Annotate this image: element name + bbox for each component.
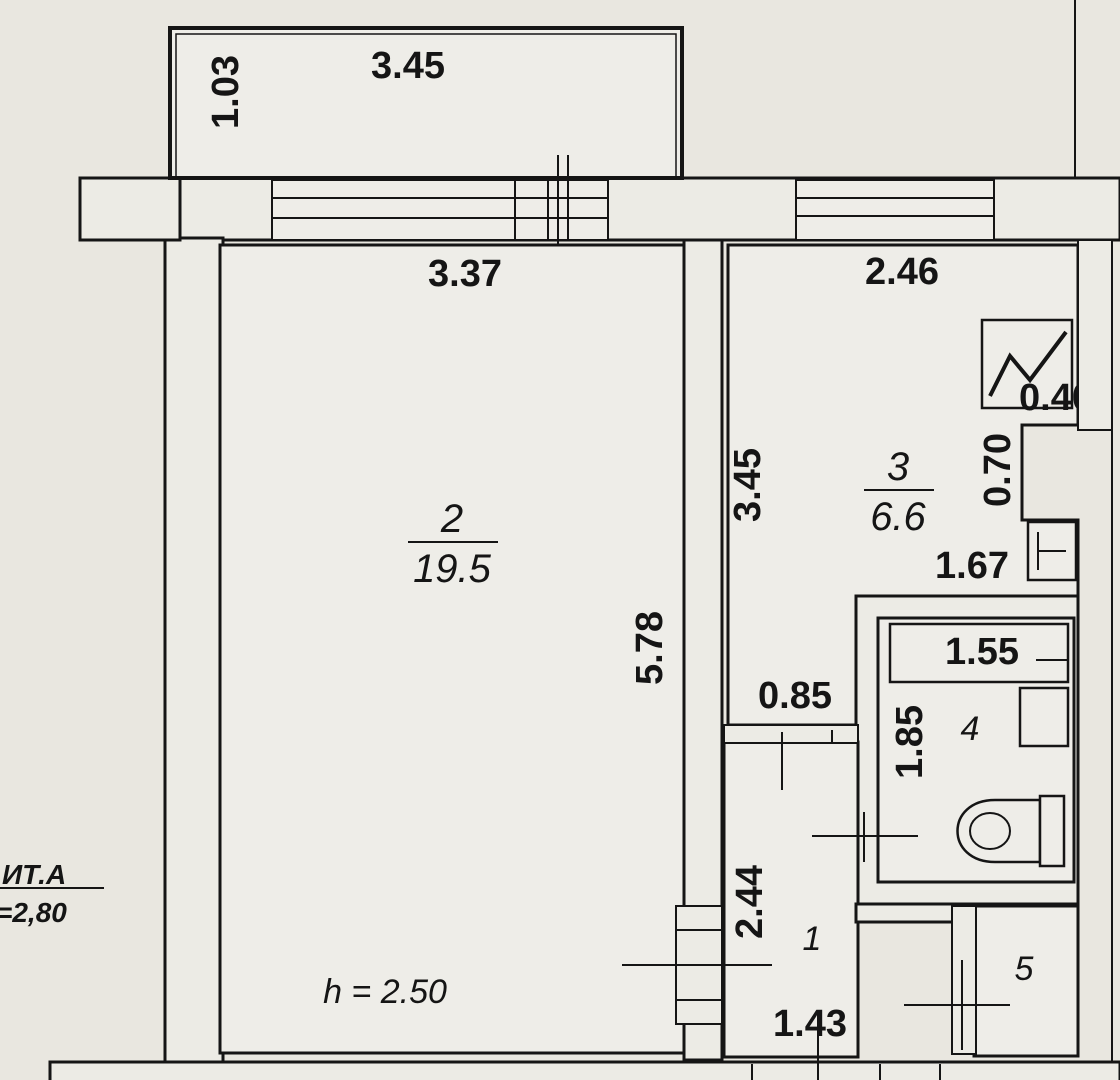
dim-bath-width: 1.55: [945, 631, 1019, 673]
balcony-outline: [168, 26, 684, 180]
window-room-2: [271, 155, 609, 270]
room-2-area: 19.5: [413, 547, 492, 591]
dim-room-2-width: 3.37: [428, 253, 502, 295]
bathtub-icon: [888, 622, 1070, 684]
corridor-header: [723, 724, 859, 744]
washbasin-icon: [1018, 686, 1070, 748]
dim-room-3-width: 2.46: [865, 251, 939, 293]
dim-balcony-depth: 1.03: [205, 55, 247, 129]
room-5-outline: [972, 904, 1080, 1058]
exterior-wall-left: [163, 236, 225, 1070]
exterior-wall-bottom: [48, 1060, 1120, 1080]
dim-balcony-width: 3.45: [371, 45, 445, 87]
dim-room-2-length: 5.78: [629, 611, 671, 685]
ceiling-height: h = 2.50: [323, 973, 447, 1011]
litera-annotation: ИТ.А =2,80: [0, 859, 104, 928]
room-2: 2 19.5 3.37 5.78 h = 2.50: [218, 243, 686, 1055]
dim-hall-length: 2.44: [729, 865, 771, 939]
window-room-3: [795, 179, 995, 241]
room-1-outline: [722, 740, 860, 1059]
dim-niche-depth: 0.70: [977, 433, 1019, 507]
stove-icon: [980, 318, 1074, 410]
room-2-outline: [218, 243, 686, 1055]
balcony-inner-line: [175, 33, 677, 179]
dim-bath-length: 1.85: [889, 705, 931, 779]
litera-line-2: =2,80: [0, 897, 67, 928]
toilet-icon: [956, 794, 1066, 868]
room-5-number: 5: [1015, 950, 1034, 988]
room-5: 5: [854, 902, 1080, 1058]
room-4: 1.55 4 1.85: [854, 594, 1080, 908]
balcony: 3.45 1.03: [168, 26, 684, 180]
room-2-number: 2: [440, 497, 463, 541]
dim-room-3-length: 3.45: [727, 448, 769, 522]
dim-room-3-partition: 1.67: [935, 545, 1009, 587]
room-3-number: 3: [887, 445, 909, 489]
room-4-number: 4: [961, 710, 980, 748]
room-1: 0.85 1 2.44 1.43: [622, 675, 918, 1080]
wall-stub-left: [78, 176, 182, 242]
dim-hall-width: 1.43: [773, 1003, 847, 1045]
room-1-number: 1: [803, 920, 822, 958]
dim-corridor-opening: 0.85: [758, 675, 832, 717]
bottom-openings: [751, 1064, 941, 1080]
litera-line-1: ИТ.А: [2, 859, 66, 890]
room-3-area: 6.6: [870, 495, 926, 539]
